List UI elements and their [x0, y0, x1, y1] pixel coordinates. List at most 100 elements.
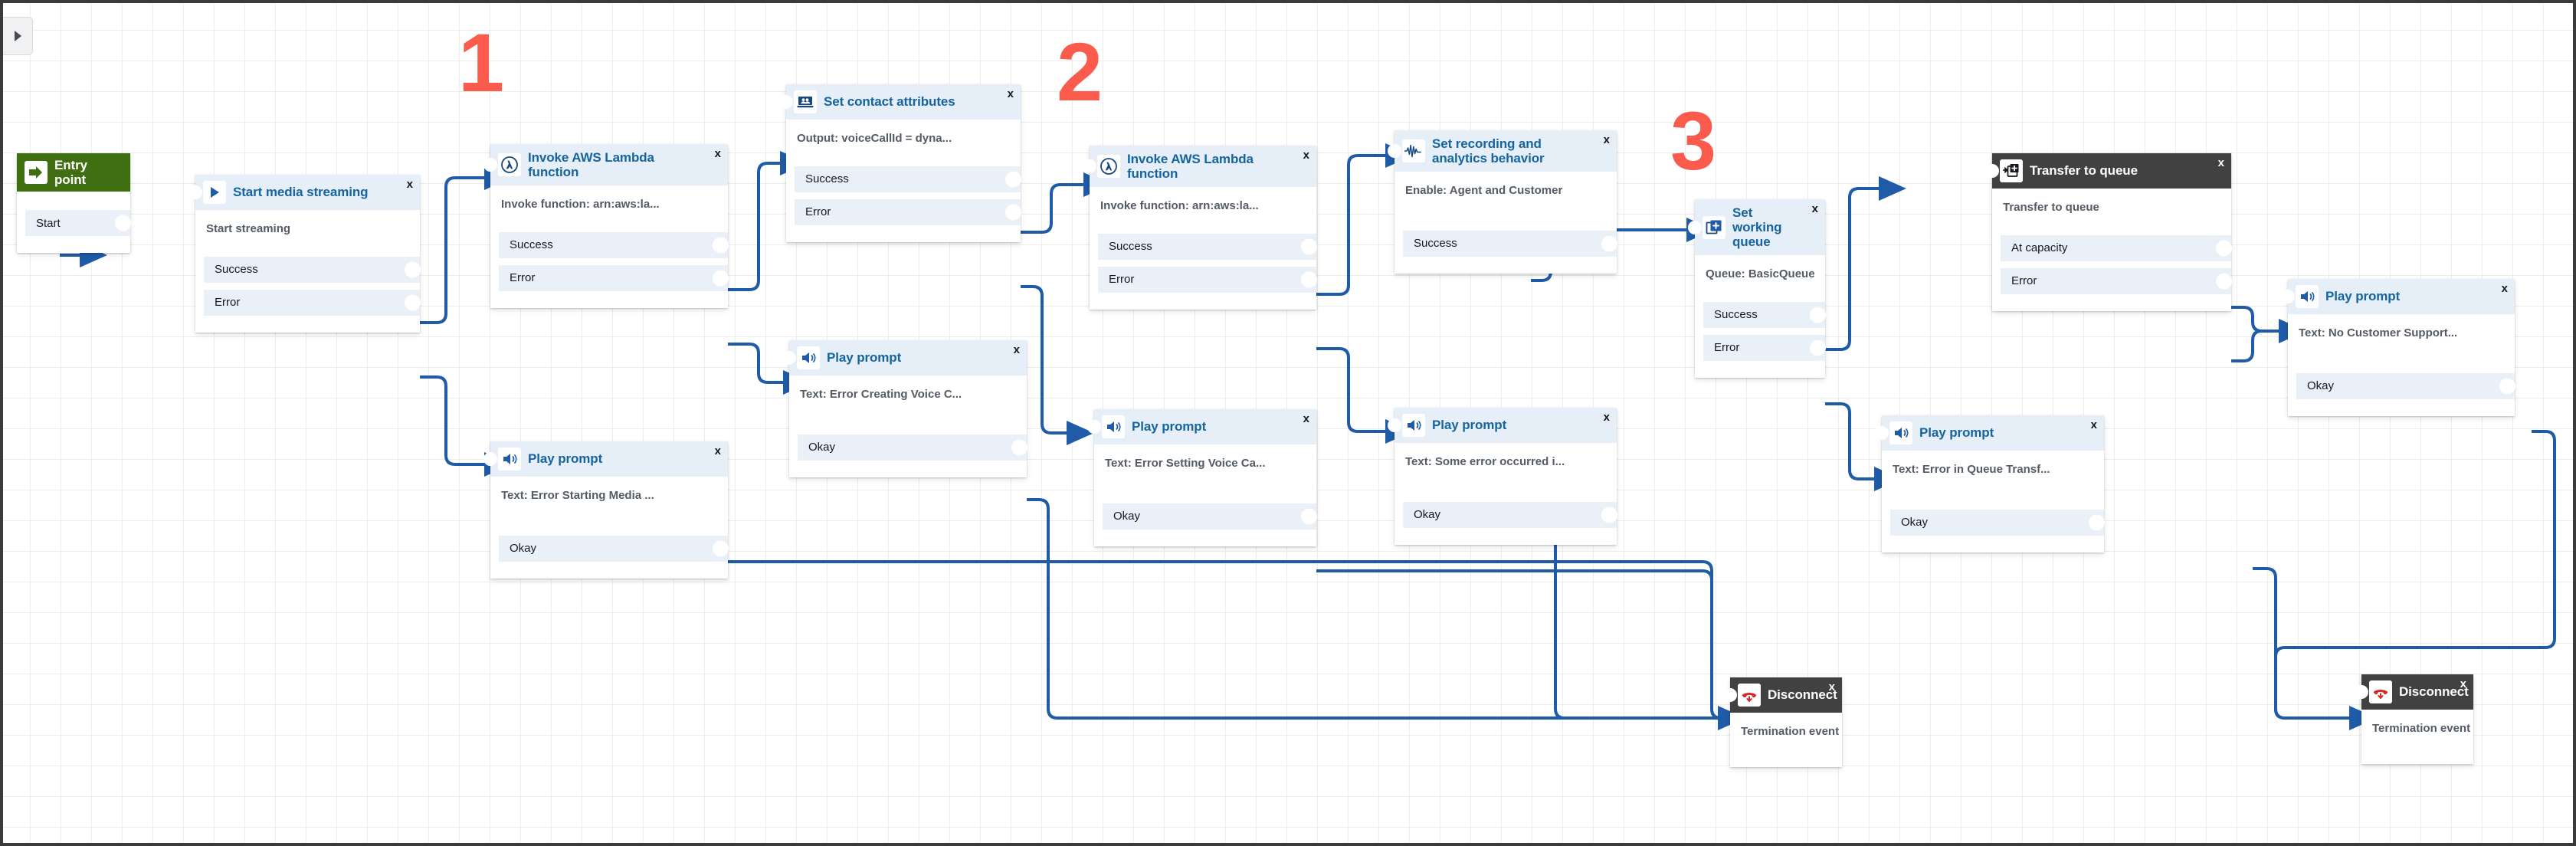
input-port[interactable]: [1388, 144, 1401, 159]
close-icon[interactable]: x: [1007, 87, 1014, 100]
close-icon[interactable]: x: [2217, 156, 2224, 169]
port-okay[interactable]: Okay: [1103, 503, 1317, 530]
node-transfer-to-queue[interactable]: Transfer to queue x Transfer to queue At…: [1985, 153, 2232, 311]
close-icon[interactable]: x: [2460, 677, 2466, 690]
port-connector-dot[interactable]: [2499, 378, 2515, 395]
port-connector-dot[interactable]: [405, 261, 421, 278]
port-connector-dot[interactable]: [1301, 271, 1317, 288]
port-connector-dot[interactable]: [2216, 240, 2232, 257]
node-play-prompt-error-creating-voice[interactable]: Play prompt x Text: Error Creating Voice…: [782, 340, 1027, 477]
port-error[interactable]: Error: [1098, 266, 1317, 293]
node-start-media-streaming[interactable]: Start media streaming x Start streaming …: [188, 175, 421, 333]
node-entry-point[interactable]: Entry point Start: [17, 153, 131, 254]
frame-border-right: [2573, 0, 2576, 846]
node-set-recording-analytics[interactable]: Set recording and analytics behavior x E…: [1388, 130, 1617, 274]
port-connector-dot[interactable]: [713, 237, 729, 254]
input-port[interactable]: [2281, 290, 2295, 303]
close-icon[interactable]: x: [1811, 202, 1818, 215]
port-okay[interactable]: Okay: [798, 434, 1027, 461]
port-okay[interactable]: Okay: [2296, 372, 2515, 399]
node-invoke-lambda-1[interactable]: Invoke AWS Lambda function x Invoke func…: [483, 144, 729, 308]
node-header: Invoke AWS Lambda function x: [1083, 146, 1316, 188]
port-success[interactable]: Success: [1403, 230, 1617, 257]
port-error[interactable]: Error: [1703, 334, 1826, 361]
port-label: Okay: [510, 542, 537, 556]
node-title: Set working queue: [1732, 205, 1782, 250]
close-icon[interactable]: x: [714, 147, 721, 160]
close-icon[interactable]: x: [2501, 282, 2508, 295]
port-error[interactable]: Error: [204, 289, 421, 316]
port-label: Error: [805, 205, 831, 219]
input-port[interactable]: [1083, 159, 1096, 174]
port-connector-dot[interactable]: [1810, 307, 1826, 323]
port-connector-dot[interactable]: [2089, 514, 2105, 531]
port-okay[interactable]: Okay: [1890, 509, 2105, 536]
port-success[interactable]: Success: [499, 231, 729, 258]
port-label: Okay: [1414, 508, 1441, 522]
node-play-prompt-no-customer-support[interactable]: Play prompt x Text: No Customer Support.…: [2281, 279, 2515, 416]
port-connector-dot[interactable]: [1601, 507, 1617, 523]
node-set-working-queue-final[interactable]: Set working queue x Queue: BasicQueue Su…: [1688, 199, 1826, 378]
port-error[interactable]: Error: [2001, 267, 2232, 294]
port-okay[interactable]: Okay: [499, 535, 729, 562]
node-header: Play prompt x: [1087, 409, 1316, 444]
node-invoke-lambda-2[interactable]: Invoke AWS Lambda function x Invoke func…: [1083, 146, 1317, 310]
port-at-capacity[interactable]: At capacity: [2001, 234, 2232, 261]
port-error[interactable]: Error: [795, 198, 1021, 225]
port-connector-dot[interactable]: [1005, 171, 1021, 188]
node-disconnect-1[interactable]: Disconnect x Termination event: [1723, 677, 1842, 767]
port-connector-dot[interactable]: [1810, 339, 1826, 356]
node-title: Disconnect: [2399, 684, 2469, 700]
port-connector-dot[interactable]: [1301, 508, 1317, 525]
input-port[interactable]: [779, 95, 793, 109]
node-play-prompt-error-in-queue[interactable]: Play prompt x Text: Error in Queue Trans…: [1875, 415, 2105, 553]
port-connector-dot[interactable]: [1301, 238, 1317, 255]
port-success[interactable]: Success: [795, 166, 1021, 192]
port-start[interactable]: Start: [25, 210, 131, 237]
close-icon[interactable]: x: [1303, 149, 1309, 162]
close-icon[interactable]: x: [1828, 680, 1835, 694]
input-port[interactable]: [188, 185, 202, 199]
input-port[interactable]: [1087, 420, 1101, 434]
port-connector-dot[interactable]: [1005, 204, 1021, 221]
port-connector-dot[interactable]: [713, 270, 729, 287]
close-icon[interactable]: x: [714, 444, 721, 457]
close-icon[interactable]: x: [2090, 418, 2097, 431]
input-port[interactable]: [2355, 685, 2368, 699]
port-connector-dot[interactable]: [405, 294, 421, 311]
port-connector-dot[interactable]: [2216, 273, 2232, 290]
close-icon[interactable]: x: [1603, 133, 1610, 146]
node-title: Entry point: [54, 158, 87, 188]
input-port[interactable]: [782, 351, 796, 365]
input-port[interactable]: [483, 158, 497, 172]
node-play-prompt-error-setting-voice[interactable]: Play prompt x Text: Error Setting Voice …: [1087, 409, 1317, 546]
port-connector-dot[interactable]: [1011, 439, 1027, 456]
port-success[interactable]: Success: [1098, 233, 1317, 260]
port-connector-dot[interactable]: [1601, 235, 1617, 252]
node-play-prompt-error-starting-media[interactable]: Play prompt x Text: Error Starting Media…: [483, 441, 729, 579]
close-icon[interactable]: x: [406, 178, 413, 191]
node-play-prompt-some-error[interactable]: Play prompt x Text: Some error occurred …: [1388, 408, 1617, 545]
port-error[interactable]: Error: [499, 264, 729, 291]
port-connector-dot[interactable]: [713, 540, 729, 557]
panel-expand-toggle[interactable]: [3, 17, 33, 55]
input-port[interactable]: [1985, 164, 1999, 178]
port-connector-dot[interactable]: [115, 215, 131, 231]
input-port[interactable]: [483, 452, 497, 466]
close-icon[interactable]: x: [1303, 412, 1309, 425]
input-port[interactable]: [1875, 426, 1889, 440]
port-okay[interactable]: Okay: [1403, 501, 1617, 528]
node-title: Play prompt: [827, 350, 902, 366]
input-port[interactable]: [1723, 688, 1737, 702]
node-set-contact-attributes[interactable]: Set contact attributes x Output: voiceCa…: [779, 84, 1021, 242]
input-port[interactable]: [1688, 220, 1702, 234]
port-success[interactable]: Success: [204, 256, 421, 283]
node-body: Text: Error in Queue Transf... Okay: [1882, 451, 2105, 553]
close-icon[interactable]: x: [1013, 343, 1020, 356]
hangup-phone-icon: [1738, 684, 1761, 707]
node-disconnect-2[interactable]: Disconnect x Termination event: [2355, 674, 2473, 764]
port-success[interactable]: Success: [1703, 301, 1826, 328]
input-port[interactable]: [1388, 418, 1401, 432]
close-icon[interactable]: x: [1603, 411, 1610, 424]
